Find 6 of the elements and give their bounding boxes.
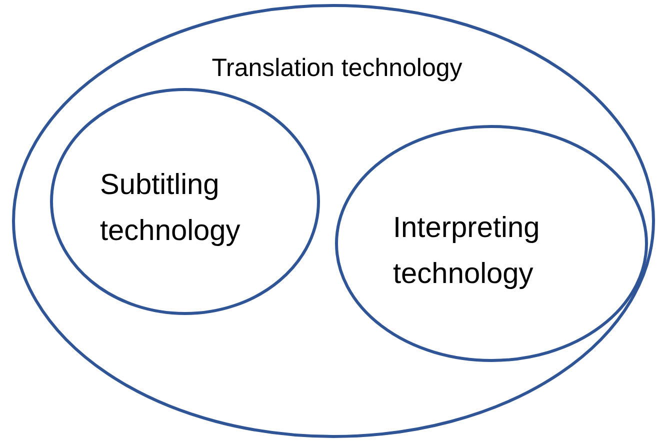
ellipse-label: Subtitling technology bbox=[100, 168, 242, 249]
ellipse-label: Translation technology bbox=[210, 53, 464, 84]
ellipse bbox=[50, 88, 320, 315]
ellipse-label: Interpreting technology bbox=[393, 211, 541, 292]
ellipse bbox=[12, 4, 655, 438]
ellipse bbox=[335, 125, 648, 362]
